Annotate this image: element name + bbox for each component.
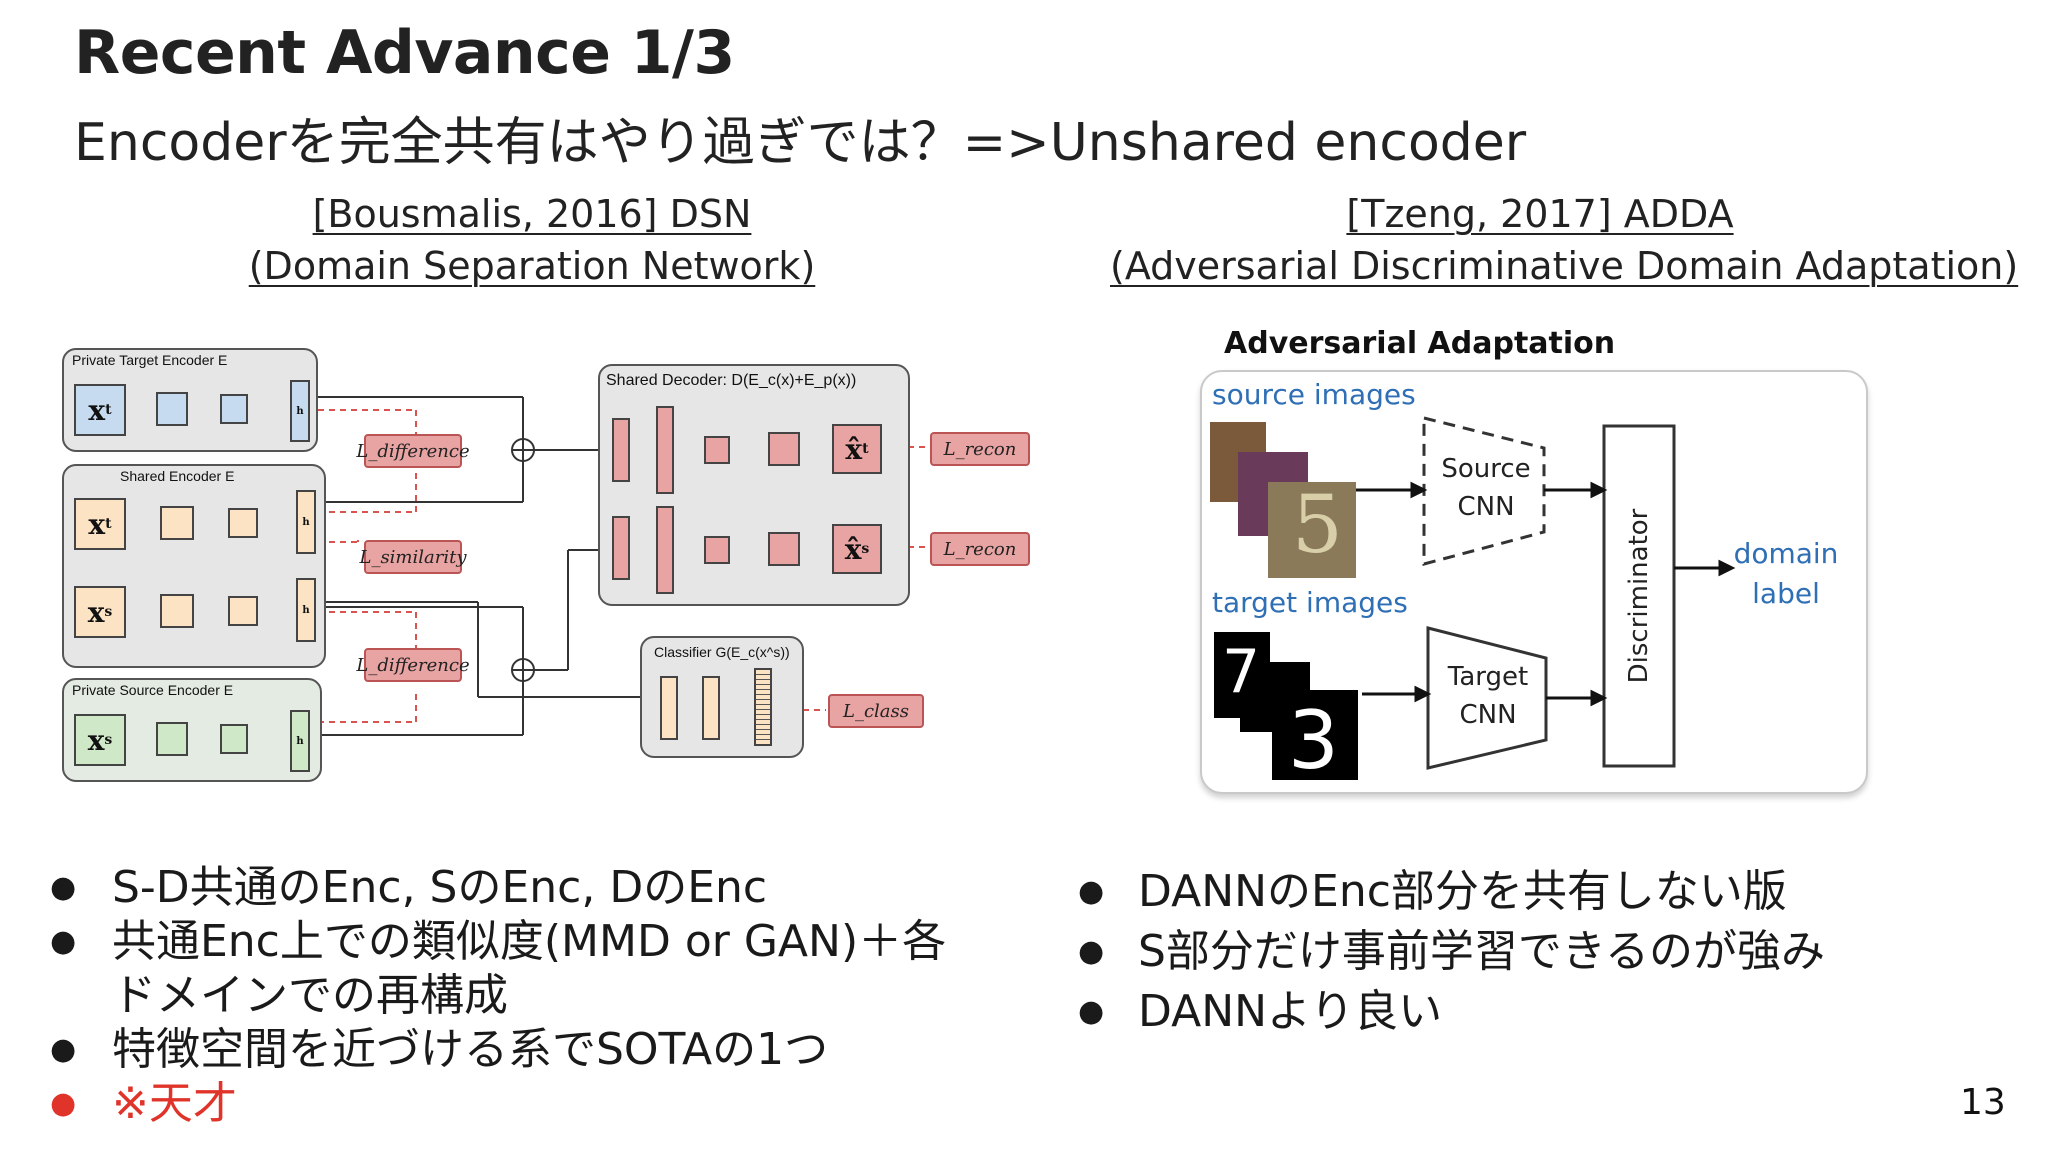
shared-decoder-label: Shared Decoder: D(E_c(x)+E_p(x)) [606,372,857,389]
source-private-layer-1 [156,722,188,756]
classifier-output-y [754,668,772,746]
svg-text:7: 7 [1222,637,1260,707]
adda-connections: 5 3 7 [1210,416,1736,787]
slide-title: Recent Advance 1/3 [74,18,735,88]
adda-diagram: 5 3 7 source images target images Source… [1200,370,1868,794]
bullet-dot: ● [50,1032,77,1067]
left-bullet-3: 特徴空間を近づける系でSOTAの1つ [112,1024,829,1075]
source-image-thumbnails: 5 [1210,422,1356,578]
decoder-target-layer-4 [768,432,800,466]
bullet-dot: ● [50,870,77,905]
source-private-layer-2 [220,724,248,754]
shared-decoder-panel: Shared Decoder: D(E_c(x)+E_p(x)) x̂t x̂s [598,364,910,606]
source-images-label: source images [1212,378,1416,411]
x-hat-target-output: x̂t [832,424,882,474]
right-bullet-2: S部分だけ事前学習できるのが強み [1138,926,1826,977]
classifier-layer-1 [660,676,678,740]
decoder-target-layer-3 [704,436,730,464]
svg-text:3: 3 [1288,694,1339,787]
right-bullet-3: DANNより良い [1138,986,1443,1037]
left-bullet-4-highlight: ※天才 [112,1078,237,1129]
h-target-shared: h [296,490,316,554]
shared-layer-1-source [160,594,194,628]
decoder-target-layer-1 [612,418,630,482]
loss-recon-target: L_recon [930,432,1030,466]
slide-subtitle: Encoderを完全共有はやり過ぎでは？=>Unshared encoder [74,113,1527,173]
decoder-source-layer-2 [656,506,674,594]
right-bullet-1: DANNのEnc部分を共有しない版 [1138,866,1787,917]
loss-difference-source: L_difference [356,648,470,682]
bullet-dot: ● [50,924,77,959]
loss-similarity: L_similarity [359,540,467,574]
decoder-source-layer-4 [768,532,800,566]
h-source-shared: h [296,578,316,642]
decoder-target-layer-2 [656,406,674,494]
target-image-thumbnails: 3 7 [1214,632,1358,787]
shared-layer-2-target [228,508,258,538]
decoder-source-layer-3 [704,536,730,564]
left-bullet-2-continuation: ドメインでの再構成 [112,970,508,1021]
bullet-dot: ● [1078,994,1105,1029]
x-hat-source-output: x̂s [832,524,882,574]
citation-dsn-line1[interactable]: [Bousmalis, 2016] DSN [312,192,752,236]
left-bullet-1: S-D共通のEnc, SのEnc, DのEnc [112,862,768,913]
loss-difference-target: L_difference [356,434,470,468]
adda-heading: Adversarial Adaptation [1224,326,1616,361]
decoder-source-layer-1 [612,516,630,580]
target-private-layer-2 [220,394,248,424]
discriminator-label: Discriminator [1624,508,1654,684]
classifier-panel: Classifier G(E_c(x^s)) [640,636,804,758]
shared-layer-1-target [160,506,194,540]
loss-class: L_class [828,694,924,728]
shared-encoder-label: Shared Encoder E [120,468,235,484]
target-private-layer-1 [156,392,188,426]
bullet-dot: ● [1078,874,1105,909]
citation-adda-line2[interactable]: (Adversarial Discriminative Domain Adapt… [1110,244,2019,288]
page-number: 13 [1960,1082,2006,1123]
svg-text:5: 5 [1292,478,1343,571]
classifier-label: Classifier G(E_c(x^s)) [654,644,790,660]
dsn-connections [118,396,928,736]
private-target-encoder-label: Private Target Encoder E [72,352,228,368]
citation-adda-line1[interactable]: [Tzeng, 2017] ADDA [1346,192,1734,236]
private-source-encoder-label: Private Source Encoder E [72,682,234,698]
h-source-private: h [290,710,310,772]
left-bullet-2: 共通Enc上での類似度(MMD or GAN)＋各 [112,916,947,967]
citation-adda[interactable]: [Tzeng, 2017] ADDA (Adversarial Discrimi… [1110,188,2019,292]
bullet-dot-red: ● [50,1086,77,1121]
classifier-layer-2 [702,676,720,740]
shared-layer-2-source [228,596,258,626]
citation-dsn-line2[interactable]: (Domain Separation Network) [248,244,816,288]
bullet-dot: ● [1078,934,1105,969]
h-target-private: h [290,380,310,442]
citation-dsn[interactable]: [Bousmalis, 2016] DSN (Domain Separation… [232,188,832,292]
loss-recon-source: L_recon [930,532,1030,566]
target-images-label: target images [1212,586,1408,619]
